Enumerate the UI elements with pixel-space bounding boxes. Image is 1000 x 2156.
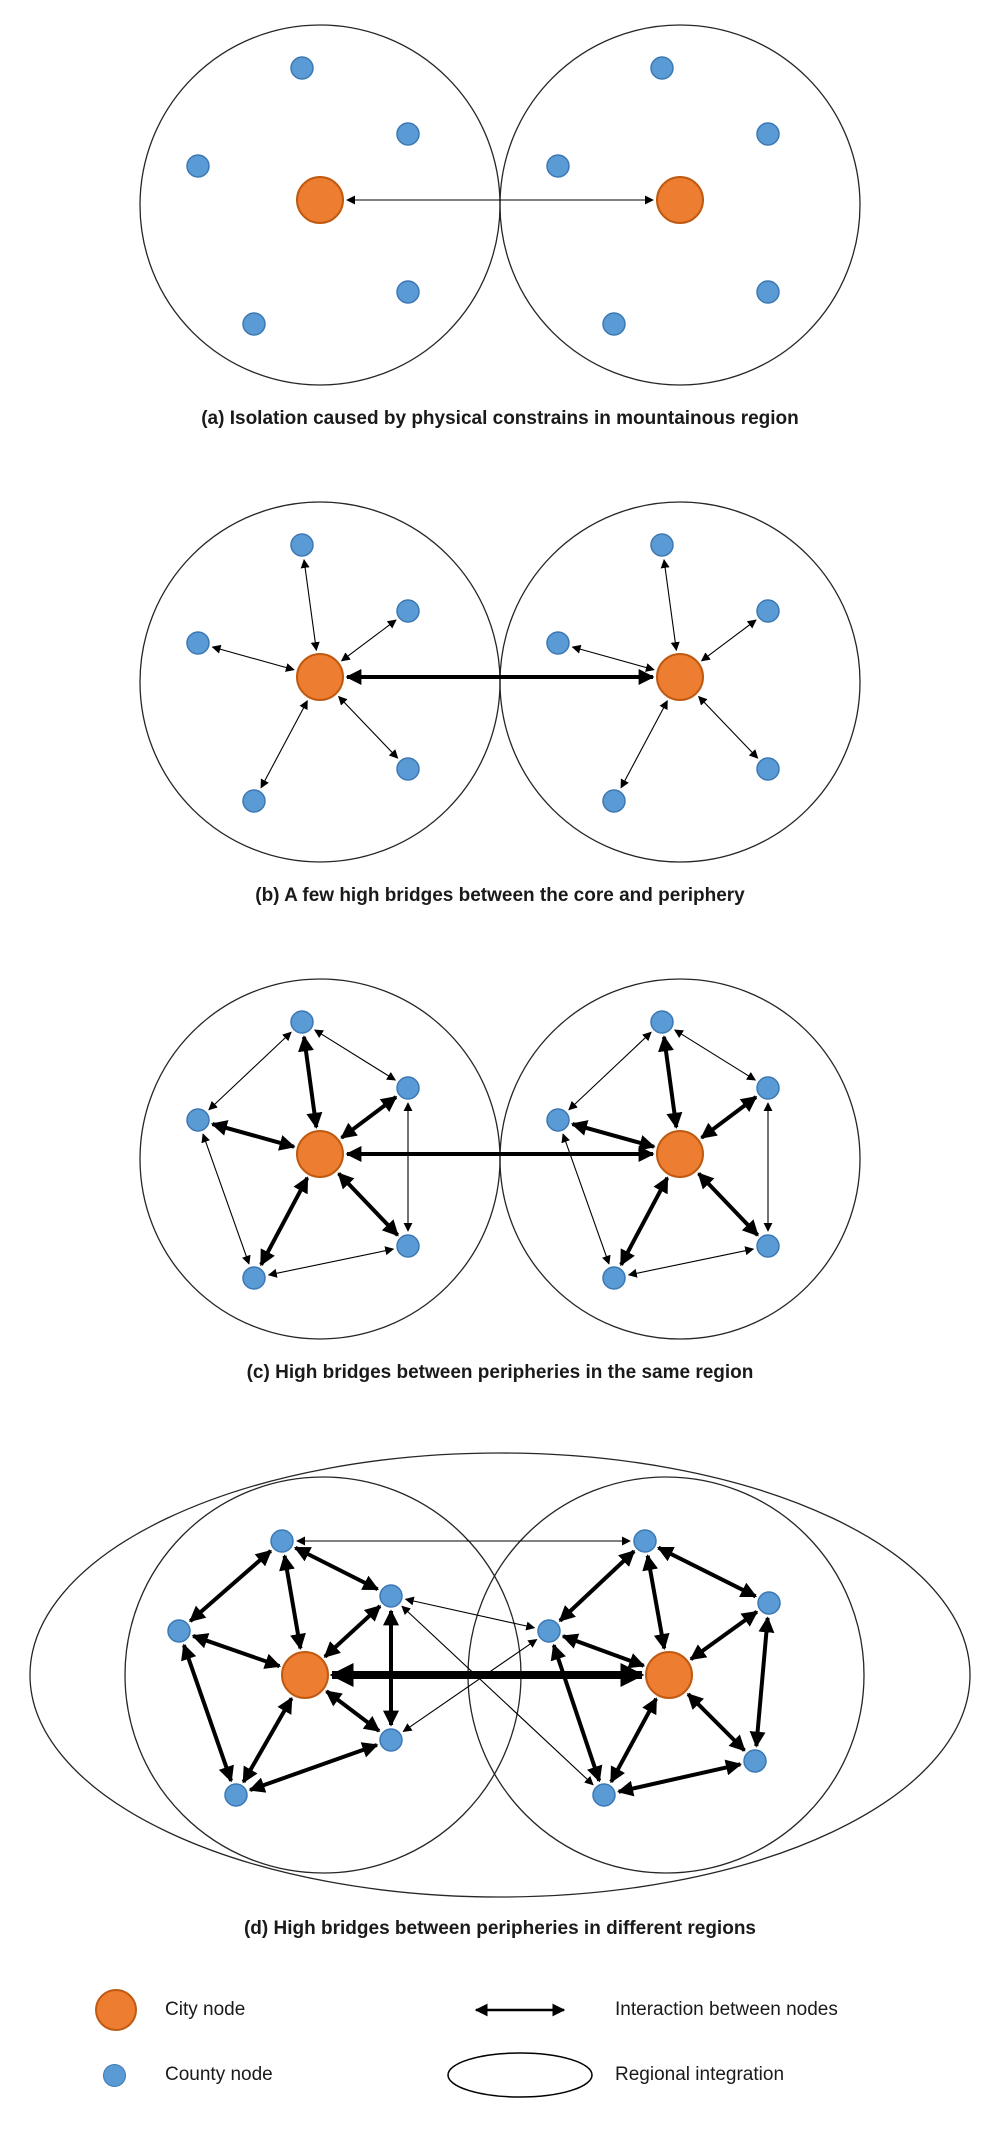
legend: City node Interaction between nodes Coun… [0,1989,1000,2101]
interaction-legend-icon-cell [425,1997,615,2023]
panel-a-diagram [139,24,861,386]
panel-b: (b) A few high bridges between the core … [0,487,1000,908]
panel-c-diagram [139,977,861,1340]
panel-d-diagram [29,1452,971,1898]
regional-integration-icon [447,2052,593,2098]
city-node-icon [95,1989,137,2031]
legend-interaction-label: Interaction between nodes [615,1999,838,2020]
county-node-legend-icon-cell [95,2063,165,2087]
panel-a: (a) Isolation caused by physical constra… [0,10,1000,431]
legend-county-label: County node [165,2064,273,2085]
panel-a-caption: (a) Isolation caused by physical constra… [201,408,799,429]
legend-regional-label: Regional integration [615,2064,785,2085]
panel-d: (d) High bridges between peripheries in … [0,1440,1000,1941]
panel-d-caption: (d) High bridges between peripheries in … [243,1918,756,1940]
county-node-icon [103,2063,126,2087]
panel-c: (c) High bridges between peripheries in … [0,964,1000,1385]
panel-c-caption: (c) High bridges between peripheries in … [246,1361,754,1383]
city-node-legend-icon-cell [95,1989,165,2031]
interaction-arrow-icon [474,2003,566,2017]
figure-page: (a) Isolation caused by physical constra… [0,10,1000,2101]
regional-legend-icon-cell [425,2049,615,2101]
panel-b-caption: (b) A few high bridges between the core … [255,884,745,906]
panel-b-diagram [139,501,861,863]
legend-city-label: City node [165,1999,246,2020]
